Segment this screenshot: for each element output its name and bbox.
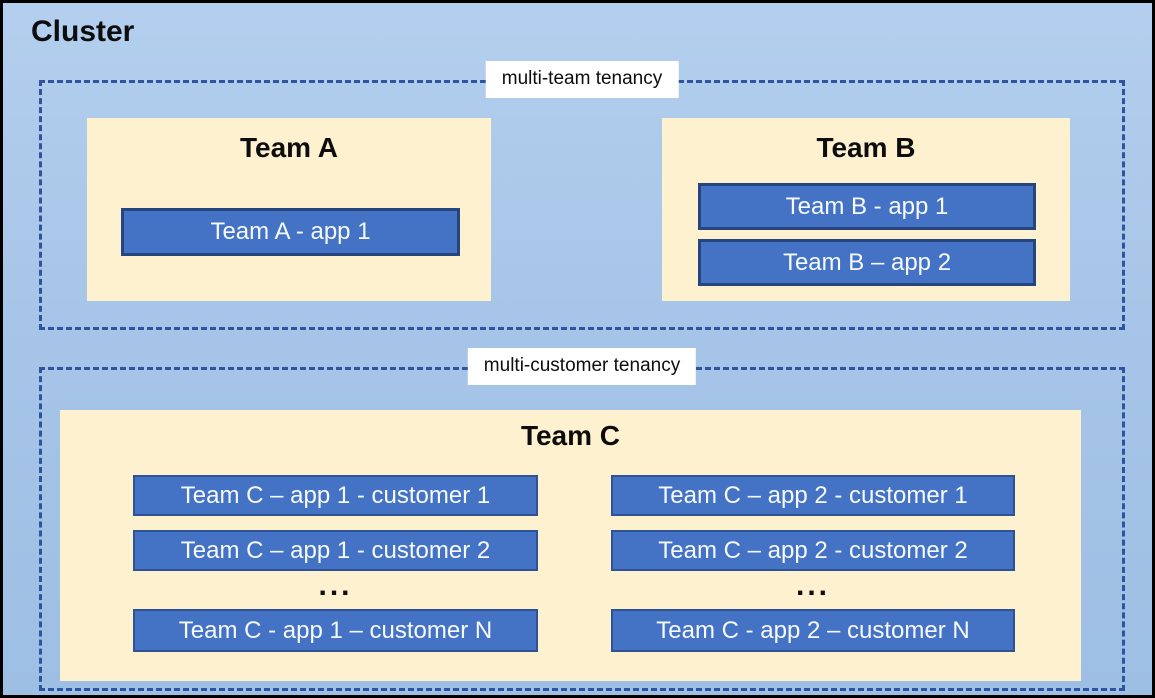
team-b-title: Team B: [816, 132, 916, 163]
team-a-box: Team A Team A - app 1: [87, 118, 491, 301]
team-b-box: Team B Team B - app 1 Team B – app 2: [662, 118, 1070, 301]
cluster-title: Cluster: [31, 15, 135, 48]
team-c-app1-column: Team C – app 1 - customer 1 Team C – app…: [133, 475, 538, 652]
team-a-app-1-box: Team A - app 1: [121, 208, 460, 256]
multi-customer-tenancy-label: multi-customer tenancy: [467, 348, 697, 385]
team-c-app2-customerN-box: Team C - app 2 – customer N: [611, 609, 1015, 652]
team-c-title: Team C: [520, 420, 621, 451]
team-b-app-1-box: Team B - app 1: [698, 183, 1036, 230]
multi-team-tenancy-zone: multi-team tenancy Team A Team A - app 1…: [39, 61, 1125, 330]
team-c-app2-ellipsis: ...: [795, 569, 830, 602]
team-a-title: Team A: [239, 132, 339, 163]
team-c-app2-customer2-box: Team C – app 2 - customer 2: [611, 530, 1015, 571]
team-b-app-2-box: Team B – app 2: [698, 239, 1036, 286]
team-c-box: Team C Team C – app 1 - customer 1 Team …: [60, 410, 1081, 681]
multi-team-tenancy-label: multi-team tenancy: [485, 61, 679, 98]
team-c-app2-customer1-box: Team C – app 2 - customer 1: [611, 475, 1015, 516]
team-c-app1-customerN-box: Team C - app 1 – customer N: [133, 609, 538, 652]
team-c-app1-ellipsis: ...: [318, 569, 353, 602]
team-c-app1-customer2-box: Team C – app 1 - customer 2: [133, 530, 538, 571]
team-c-app1-customer1-box: Team C – app 1 - customer 1: [133, 475, 538, 516]
team-c-app2-column: Team C – app 2 - customer 1 Team C – app…: [611, 475, 1015, 652]
multi-customer-tenancy-zone: multi-customer tenancy Team C Team C – a…: [39, 348, 1125, 691]
